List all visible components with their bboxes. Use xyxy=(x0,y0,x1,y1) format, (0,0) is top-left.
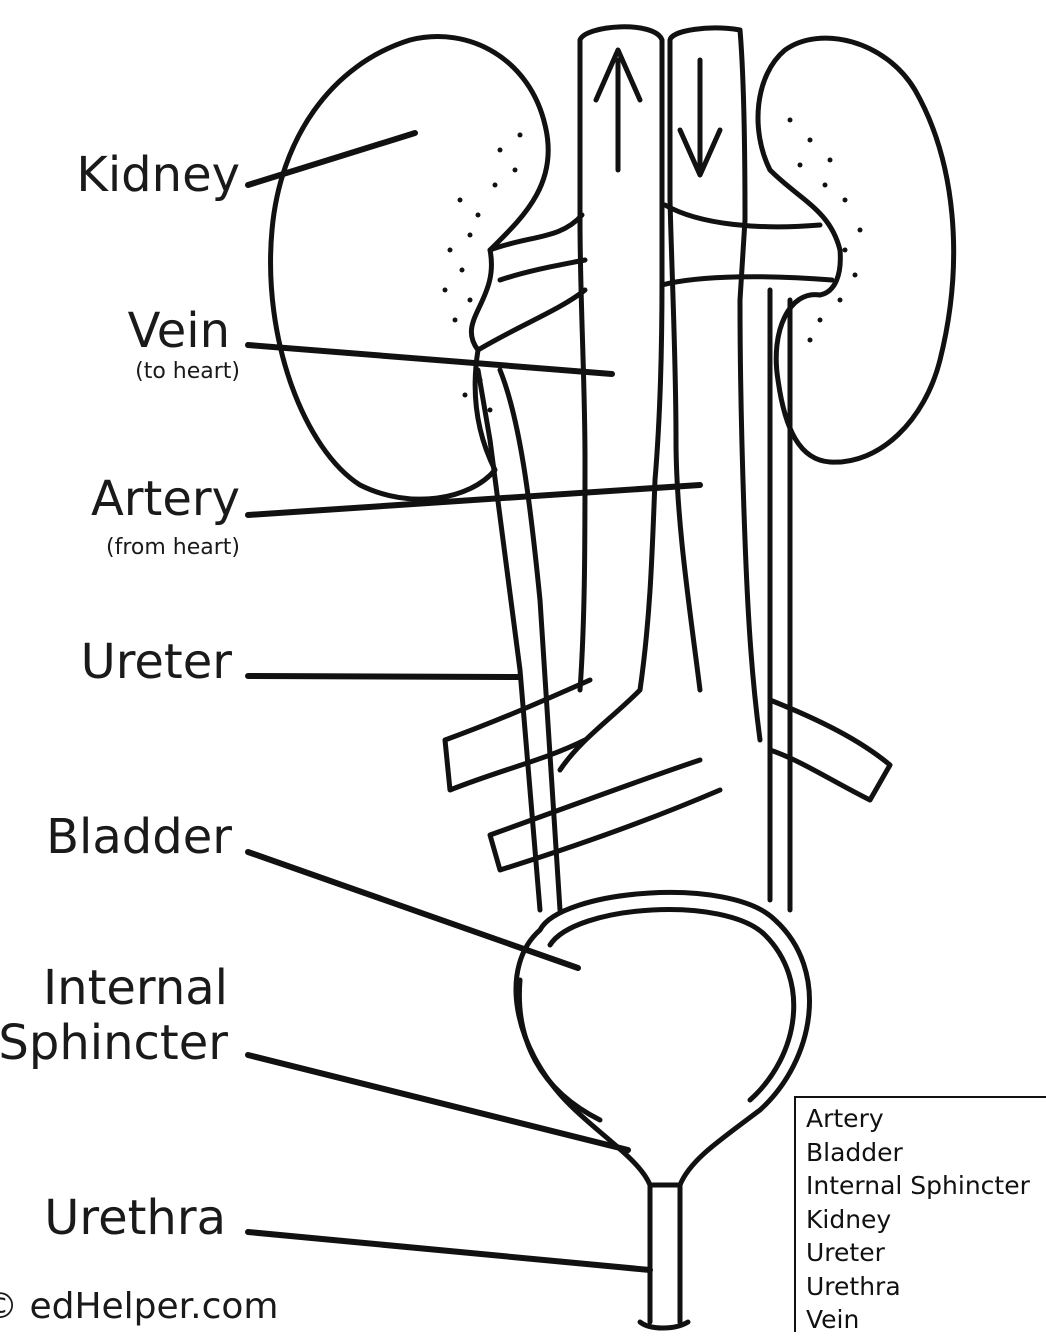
label-artery: Artery xyxy=(91,474,240,524)
word-bank-item: Kidney xyxy=(806,1203,1046,1237)
leader-kidney xyxy=(248,133,415,185)
leader-ureter xyxy=(248,676,520,677)
label-ureter: Ureter xyxy=(81,637,232,687)
label-kidney: Kidney xyxy=(76,150,240,200)
leader-vein xyxy=(248,345,612,374)
word-bank-item: Vein xyxy=(806,1303,1046,1337)
vein-tube xyxy=(560,27,662,770)
leader-urethra xyxy=(248,1232,650,1270)
urethra-tube xyxy=(640,1185,688,1328)
word-bank-item: Internal Sphincter xyxy=(806,1169,1046,1203)
word-bank-item: Urethra xyxy=(806,1270,1046,1304)
label-vein-note: (to heart) xyxy=(135,360,240,384)
label-bladder: Bladder xyxy=(46,812,232,862)
word-bank-item: Ureter xyxy=(806,1236,1046,1270)
top-crop-strip xyxy=(0,0,1046,8)
word-bank-item: Artery xyxy=(806,1102,1046,1136)
leader-bladder xyxy=(248,852,578,968)
left-ureter xyxy=(478,370,560,910)
label-internal-line2: Sphincter xyxy=(0,1018,228,1068)
label-urethra: Urethra xyxy=(44,1193,226,1243)
copyright-text: © edHelper.com xyxy=(0,1287,279,1327)
word-bank-item: Bladder xyxy=(806,1136,1046,1170)
label-internal-line1: Internal xyxy=(43,963,228,1013)
label-artery-note: (from heart) xyxy=(106,536,240,560)
left-kidney xyxy=(271,37,549,500)
label-vein: Vein xyxy=(128,306,230,356)
right-kidney xyxy=(758,38,954,462)
word-bank: Artery Bladder Internal Sphincter Kidney… xyxy=(794,1096,1046,1332)
